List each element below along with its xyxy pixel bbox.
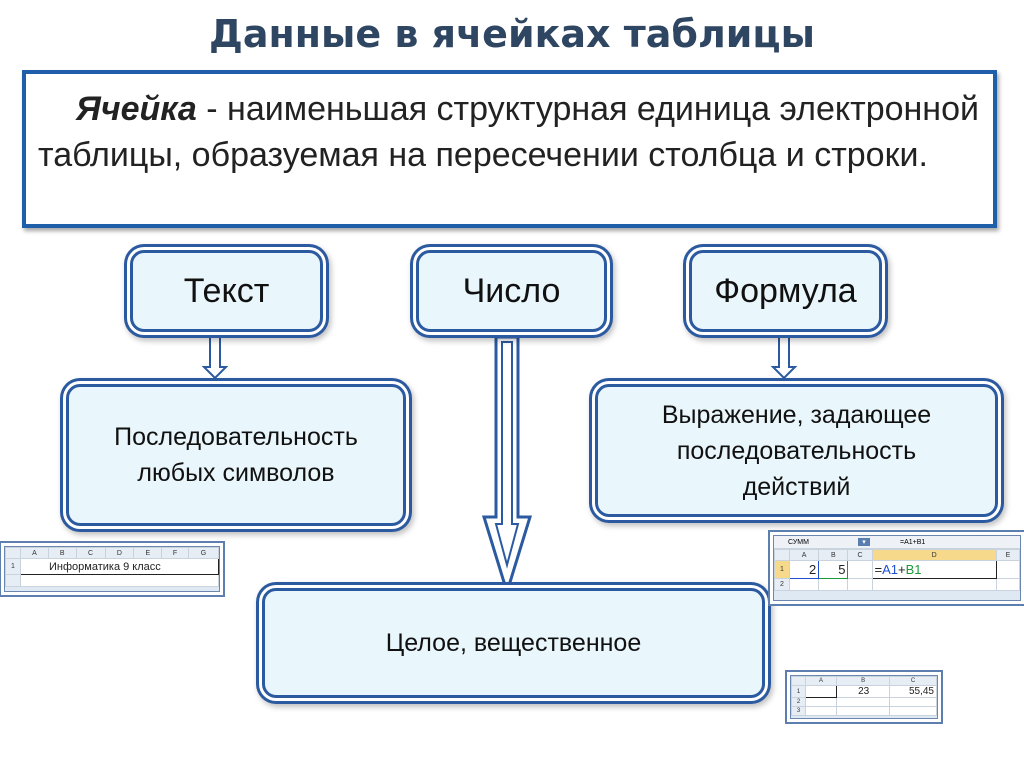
sheet-formula-col-header: C [847,549,873,561]
sheet-text-cell: Информатика 9 класс [20,558,219,575]
sheet-formula-col-header: A [788,549,820,561]
sheet-formula-col-header: E [995,549,1021,561]
sheet-number-col-header: A [805,676,837,686]
sheet-text-example: A B C D E F G 1 Информатика 9 класс [4,546,220,592]
desc-number: Целое, вещественное [385,629,642,657]
number-cell-c3 [889,706,937,716]
number-cell-a3 [805,706,837,716]
formula-cell-e1 [995,560,1021,579]
sheet-text-col-header: E [133,547,163,559]
number-cell-b1: 23 [835,685,891,698]
sheet-text-col-header: C [75,547,106,559]
type-box-text: Текст [130,250,323,332]
sheet-formula-corner [774,549,790,561]
formula-cell-a2 [788,578,820,591]
sheet-text-corner [5,547,21,559]
formula-bar: =A1+B1 [900,538,926,546]
sheet-formula-col-header: D [871,549,997,561]
sheet-formula-example: СУММ ▾ =A1+B1 A B C D E 1 2 5 =A1+B1 2 [773,535,1021,601]
formula-cell-d1: =A1+B1 [871,560,997,579]
number-cell-a1 [805,685,837,698]
desc-box-text: Последовательность любых символов [66,384,406,526]
sheet-text-col-header: A [20,547,49,559]
formula-token: B1 [905,562,922,577]
number-cell-c1: 55,45 [889,685,937,698]
formula-token: A1 [882,562,899,577]
arrow-text [201,336,229,380]
definition-term: Ячейка [76,90,197,128]
name-box-dropdown-icon: ▾ [858,538,870,546]
type-label-number: Число [462,271,561,310]
definition-text: - наименьшая структурная единица электро… [38,90,979,174]
sheet-number-row-number: 3 [791,706,806,716]
formula-token: = [874,562,883,577]
number-cell-c2 [889,697,937,707]
formula-cell-c1 [847,560,873,579]
name-box: СУММ [788,538,809,546]
sheet-text-col-header: G [187,547,220,559]
formula-cell-b1: 5 [818,560,849,579]
arrow-formula [770,336,798,380]
sheet-text-empty-cell [20,574,219,587]
formula-cell-d2 [871,578,997,591]
definition-box: Ячейка - наименьшая структурная единица … [22,70,997,228]
sheet-number-row-number: 1 [791,685,806,698]
sheet-formula-col-header: B [818,549,849,561]
desc-formula: Выражение, задающее последовательность д… [661,400,932,501]
sheet-text-col-header: D [104,547,135,559]
formula-cell-a1: 2 [788,560,820,579]
sheet-text-col-header: B [47,547,77,559]
slide-title: Данные в ячейках таблицы [209,12,815,56]
number-cell-a2 [805,697,837,707]
sheet-text-row-number: 1 [5,558,21,575]
sheet-number-col-header: B [835,676,891,686]
desc-text: Последовательность любых символов [114,423,358,487]
number-cell-b3 [835,706,891,716]
sheet-number-corner [791,676,806,686]
desc-box-number: Целое, вещественное [262,588,765,698]
formula-token: + [898,562,906,577]
number-cell-b2 [835,697,891,707]
sheet-number-row-number: 2 [791,697,806,707]
type-box-formula: Формула [689,250,882,332]
formula-cell-b2 [818,578,849,591]
sheet-number-example: A B C 1 23 55,45 2 3 [790,675,938,719]
formula-cell-e2 [995,578,1021,591]
type-box-number: Число [416,250,607,332]
type-label-formula: Формула [714,271,857,310]
desc-box-formula: Выражение, задающее последовательность д… [595,384,998,517]
formula-cell-c2 [847,578,873,591]
sheet-formula-row-number: 1 [774,560,790,579]
sheet-formula-row-number: 2 [774,578,790,591]
type-label-text: Текст [183,271,270,310]
arrow-number [481,335,533,598]
sheet-text-row-number-empty [5,574,21,587]
sheet-text-col-header: F [161,547,189,559]
sheet-number-col-header: C [889,676,937,686]
